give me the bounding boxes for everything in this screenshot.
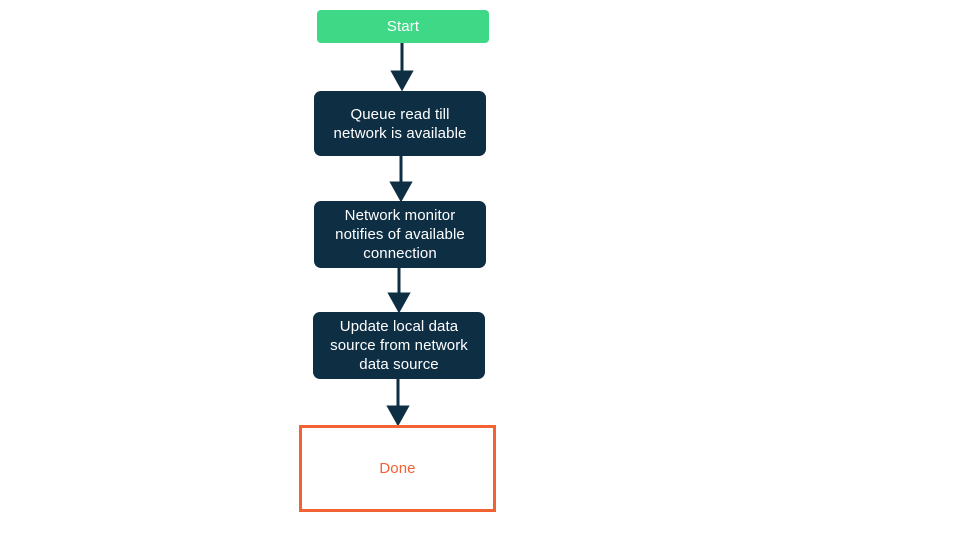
node-update-local-label: Update local data source from network da… xyxy=(330,318,468,373)
node-done-label: Done xyxy=(379,460,416,477)
node-queue-read[interactable]: Queue read till network is available xyxy=(314,91,486,156)
node-network-monitor[interactable]: Network monitor notifies of available co… xyxy=(314,201,486,268)
node-network-monitor-label: Network monitor notifies of available co… xyxy=(335,207,465,262)
node-queue-read-label: Queue read till network is available xyxy=(333,105,467,142)
node-start[interactable]: Start xyxy=(317,10,489,43)
node-done[interactable]: Done xyxy=(299,425,496,512)
node-start-label: Start xyxy=(386,18,420,35)
node-update-local[interactable]: Update local data source from network da… xyxy=(313,312,485,379)
